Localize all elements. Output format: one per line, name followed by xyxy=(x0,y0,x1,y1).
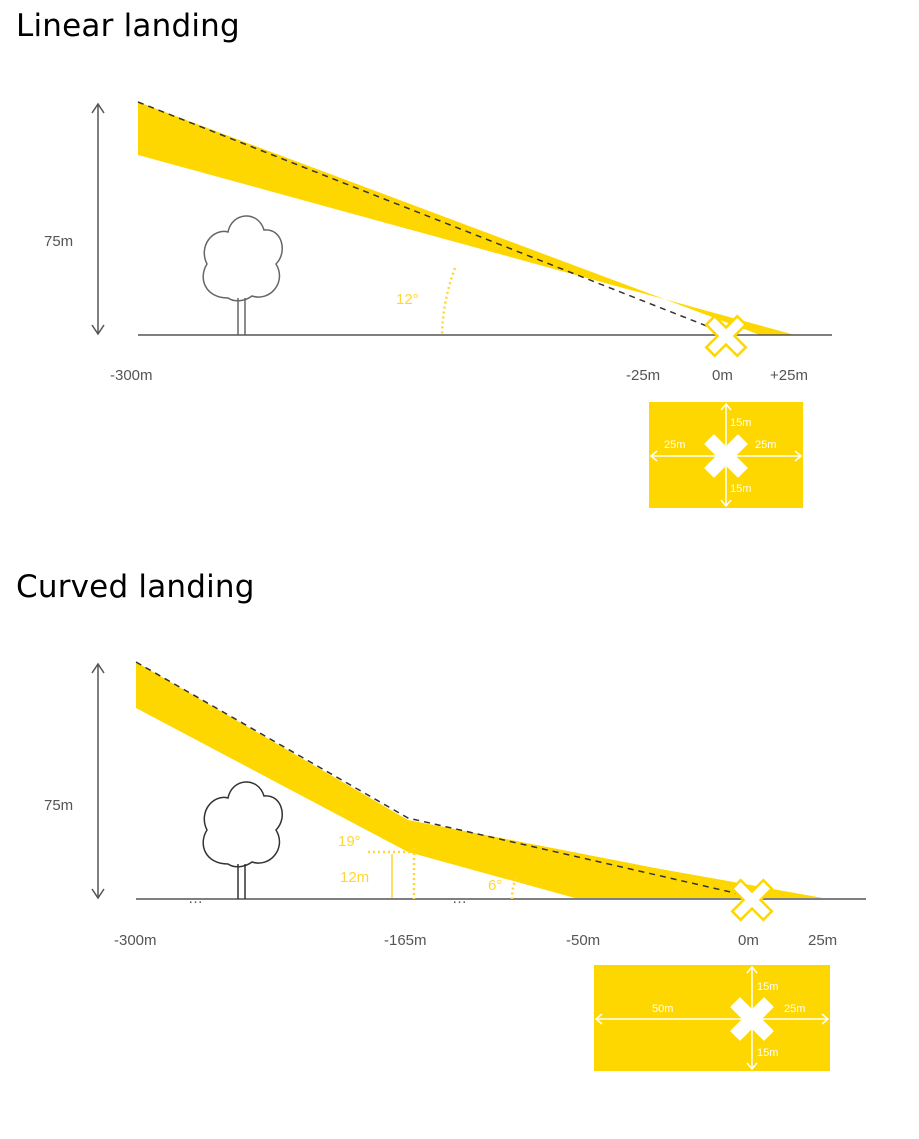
x-label-mid: -165m xyxy=(384,932,427,949)
curved-landing-title: Curved landing xyxy=(16,569,255,605)
double-arrow-icon xyxy=(91,102,105,336)
x-label-zero: 0m xyxy=(738,932,759,949)
x-label-zero: 0m xyxy=(712,367,733,384)
angle-shallow-label: 6° xyxy=(488,877,502,894)
glide-path xyxy=(135,661,749,897)
zone-left-label: 50m xyxy=(652,1003,673,1015)
linear-landing-title: Linear landing xyxy=(16,8,240,44)
ground-break-left: … xyxy=(188,890,203,907)
angle-label: 12° xyxy=(396,291,419,308)
curved-landing-diagram: … … 75m 19° 12m 6° -300m -165m -50m 0m 2… xyxy=(44,661,866,1071)
mid-height-label: 12m xyxy=(340,869,369,886)
landing-x-icon xyxy=(704,314,748,358)
x-label-end: 25m xyxy=(808,932,837,949)
x-label-plus25: +25m xyxy=(770,367,808,384)
zone-top-label: 15m xyxy=(730,417,751,429)
landing-x-icon xyxy=(730,878,774,922)
landing-zone: 15m 15m 50m 25m xyxy=(594,965,830,1071)
landing-zone: 15m 15m 25m 25m xyxy=(649,402,803,508)
x-label-start: -300m xyxy=(114,932,157,949)
linear-landing-diagram: 75m 12° -300m -25m 0m +25m 15m 15m 25m 2… xyxy=(44,101,832,508)
x-label-start: -300m xyxy=(110,367,153,384)
zone-left-label: 25m xyxy=(664,439,685,451)
angle-steep-label: 19° xyxy=(338,833,361,850)
double-arrow-icon xyxy=(91,662,105,900)
approach-corridor xyxy=(136,662,823,898)
zone-right-label: 25m xyxy=(784,1003,805,1015)
zone-top-label: 15m xyxy=(757,981,778,993)
zone-bottom-label: 15m xyxy=(730,483,751,495)
zone-bottom-label: 15m xyxy=(757,1047,778,1059)
ground-break-mid: … xyxy=(452,890,467,907)
x-label-minus25: -25m xyxy=(626,367,660,384)
angle-arc-shallow xyxy=(510,877,518,900)
angle-arc xyxy=(440,267,457,336)
zone-x-icon xyxy=(704,434,748,478)
tree-icon xyxy=(202,781,283,899)
zone-x-icon xyxy=(730,997,774,1041)
x-label-near: -50m xyxy=(566,932,600,949)
height-label: 75m xyxy=(44,233,73,250)
height-label: 75m xyxy=(44,797,73,814)
tree-icon xyxy=(202,215,283,335)
glide-path xyxy=(137,101,723,333)
zone-right-label: 25m xyxy=(755,439,776,451)
